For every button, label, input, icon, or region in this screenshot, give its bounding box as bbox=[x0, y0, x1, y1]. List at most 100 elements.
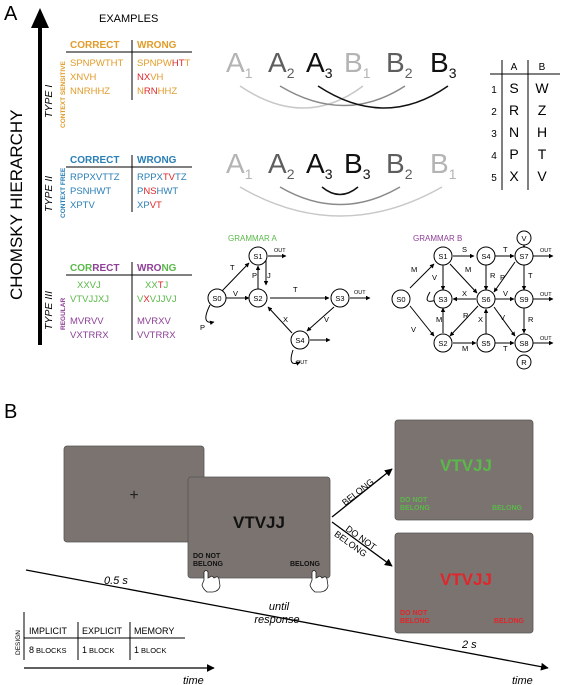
edge-label: M bbox=[436, 315, 442, 324]
type3-wrong-list: XXTJ VXVJJVJ MVRXV VVTRRX bbox=[137, 280, 177, 341]
seq-mid-arcs bbox=[239, 186, 443, 217]
stimulus-screen bbox=[187, 476, 331, 579]
state-label: S0 bbox=[396, 295, 405, 304]
edge bbox=[493, 261, 516, 293]
panel-b-label: B bbox=[4, 401, 17, 423]
type2-title: TYPE II bbox=[43, 176, 55, 212]
state-node bbox=[476, 289, 496, 309]
table-header-a: A bbox=[511, 62, 518, 73]
type2-wrong-list: RPPXTVTZ PNSHWT XPVT bbox=[137, 172, 187, 211]
edge-label: P bbox=[200, 323, 205, 332]
state-node bbox=[391, 289, 411, 309]
examples-title: EXAMPLES bbox=[99, 13, 158, 25]
sequence-token: A2 bbox=[268, 148, 295, 182]
grammar-a-graph bbox=[205, 253, 371, 366]
type2-wrong-header: WRONG bbox=[137, 155, 177, 166]
edge-label: X bbox=[462, 289, 467, 298]
duration-fixation: 0.5 s bbox=[104, 575, 128, 587]
edge-label: R bbox=[463, 311, 469, 320]
state-label: V bbox=[521, 234, 526, 243]
table-row-index: 1 bbox=[491, 85, 497, 96]
state-label: S4 bbox=[295, 336, 304, 345]
edge bbox=[449, 263, 478, 294]
hierarchy-label: CHOMSKY HIERARCHY bbox=[7, 110, 26, 301]
edge-label: OUT bbox=[354, 290, 366, 296]
type3-correct-item: VTVJJXJ bbox=[70, 294, 109, 305]
state-node bbox=[476, 246, 496, 266]
table-header-b: B bbox=[539, 62, 546, 73]
feedback-correct-string: VTVJJ bbox=[440, 456, 492, 475]
dependency-arc bbox=[239, 186, 443, 217]
time-label-right: time bbox=[512, 675, 533, 685]
edge-label: T bbox=[293, 285, 298, 294]
state-node bbox=[290, 330, 310, 350]
type2-wrong-item: RPPXTVTZ bbox=[137, 172, 187, 183]
edge-label: OUT bbox=[274, 248, 286, 254]
grammar-b-graph bbox=[409, 244, 554, 346]
seq-top-arcs bbox=[239, 85, 449, 109]
type3-correct-item: MVRVV bbox=[70, 316, 104, 327]
table-cell-a: S bbox=[509, 80, 518, 96]
design-label: DESIGN bbox=[15, 630, 22, 655]
edge-label: X bbox=[478, 315, 483, 324]
type1-correct-item: SPNPWTHT bbox=[70, 58, 124, 69]
state-node bbox=[516, 230, 532, 246]
edge-label: P bbox=[500, 273, 505, 282]
edge-label: R bbox=[490, 271, 496, 280]
type1-wrong-item: NRNHHZ bbox=[137, 86, 177, 97]
state-node bbox=[330, 288, 350, 308]
edge-label: J bbox=[267, 271, 271, 280]
state-label: S6 bbox=[481, 295, 490, 304]
edge-label: V bbox=[503, 289, 508, 298]
edge-label: R bbox=[528, 315, 534, 324]
time-axis bbox=[25, 569, 549, 671]
edge-label: M bbox=[411, 265, 417, 274]
arrow-belong-label: BELONG bbox=[340, 477, 376, 508]
duration-feedback: 2 s bbox=[461, 639, 477, 651]
dependency-arc bbox=[279, 85, 406, 107]
edge-label: X bbox=[283, 315, 288, 324]
type1-wrong-item: NXVH bbox=[137, 72, 164, 83]
table-cell-b: T bbox=[538, 146, 547, 162]
type3-wrong-item: VVTRRX bbox=[137, 330, 176, 341]
design-header: IMPLICIT bbox=[29, 626, 68, 636]
type2-correct-list: RPPXVTTZ PSNHWT XPTV bbox=[70, 172, 120, 211]
table-row-index: 2 bbox=[491, 107, 497, 118]
edge bbox=[267, 306, 293, 334]
type3-title: TYPE III bbox=[43, 291, 55, 330]
dependency-arc bbox=[321, 186, 359, 196]
state-label: S0 bbox=[212, 294, 221, 303]
state-node bbox=[248, 246, 268, 266]
edge-label: V bbox=[324, 315, 329, 324]
edge-label: V bbox=[411, 325, 416, 334]
edge bbox=[409, 263, 435, 289]
type1-wrong-header: WRONG bbox=[137, 40, 177, 51]
hierarchy-arrowhead bbox=[31, 8, 49, 28]
feedback-wrong-belong: BELONG bbox=[494, 618, 525, 625]
type3-correct-item: XXVJ bbox=[77, 280, 101, 291]
feedback-correct-screen bbox=[394, 419, 534, 521]
state-label: R bbox=[521, 358, 527, 367]
left-hand-icon bbox=[201, 570, 221, 593]
edge-label: OUT bbox=[540, 336, 552, 342]
type3-wrong-item: XXTJ bbox=[145, 280, 169, 291]
feedback-correct-belong: BELONG bbox=[492, 505, 523, 512]
state-node bbox=[514, 246, 534, 266]
type3-wrong-item: MVRXV bbox=[137, 316, 171, 327]
edge-label: M bbox=[462, 344, 468, 353]
type1-wrong-item: SPNPWHTT bbox=[137, 58, 191, 69]
design-header: MEMORY bbox=[134, 626, 174, 636]
edge-label: S bbox=[462, 245, 467, 254]
table-row-index: 4 bbox=[491, 151, 497, 162]
